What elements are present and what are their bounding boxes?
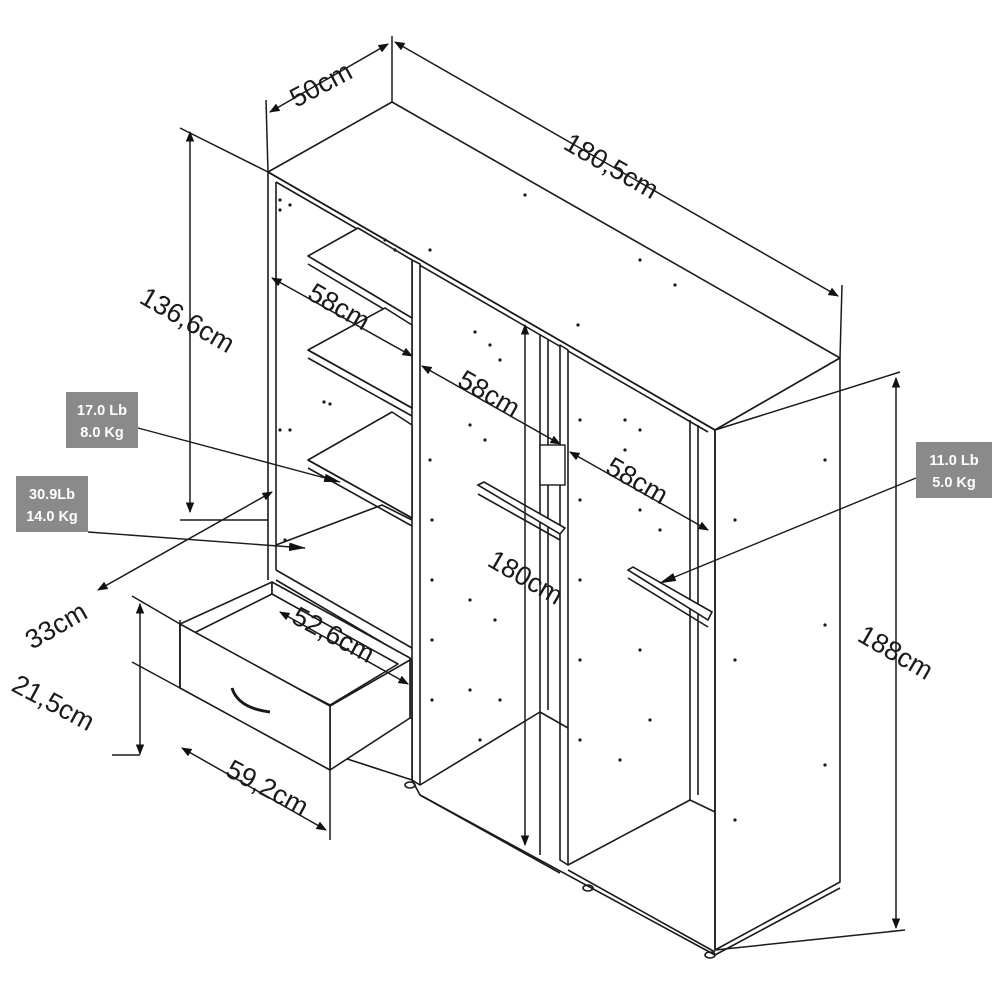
- shelf-load-lb: 17.0 Lb: [77, 403, 127, 419]
- label-depth: 50cm: [285, 56, 357, 113]
- shelf-3: [307, 411, 413, 519]
- drawer-load-kg: 14.0 Kg: [26, 509, 78, 525]
- shelf-load-kg: 8.0 Kg: [80, 425, 124, 441]
- dim-line-drawer-depth: [279, 611, 409, 685]
- dim-line-shelf-width-middle: [421, 365, 561, 445]
- dim-line-shelf-width-right: [569, 451, 709, 531]
- rail-load-pointer: [659, 477, 917, 584]
- divider-panel-1: [411, 259, 421, 786]
- divider-panel-2: [559, 344, 569, 866]
- dim-line-drawer-width: [181, 747, 327, 831]
- shelf-load-tag: 17.0 Lb 8.0 Kg: [66, 392, 138, 448]
- rail-load-kg: 5.0 Kg: [932, 475, 976, 491]
- dim-line-depth: [269, 43, 389, 113]
- label-drawer-width: 59,2cm: [221, 754, 313, 822]
- shelf-load-tag-box: [66, 392, 138, 448]
- drawer-load-pointer: [87, 531, 306, 552]
- rail-load-tag: 11.0 Lb 5.0 Kg: [916, 442, 992, 498]
- dim-line-shelf-width-left: [271, 277, 413, 357]
- drawer-handle: [230, 687, 271, 714]
- shelves: [275, 227, 413, 546]
- drawer-load-lb: 30.9Lb: [29, 487, 75, 503]
- rail-load-tag-box: [916, 442, 992, 498]
- label-shelf-width-middle: 58cm: [453, 364, 525, 423]
- dim-line-width: [394, 41, 839, 297]
- label-shelf-height: 136,6cm: [135, 281, 240, 359]
- label-width: 180,5cm: [559, 127, 664, 205]
- drawer-load-tag-box: [16, 476, 88, 532]
- rail-load-lb: 11.0 Lb: [929, 453, 978, 469]
- label-shelf-width-right: 58cm: [601, 451, 673, 510]
- label-drawer-base: 33cm: [20, 596, 92, 655]
- rail-right: [626, 566, 714, 622]
- rail-middle: [476, 481, 567, 536]
- foot-2: [582, 884, 594, 892]
- wardrobe-right-panel: [714, 357, 841, 951]
- drawer-load-tag: 30.9Lb 14.0 Kg: [16, 476, 88, 532]
- shelf-load-pointer: [137, 427, 341, 483]
- load-pointers: [87, 427, 917, 584]
- foot-3: [704, 951, 716, 959]
- dim-line-drawer-base: [97, 491, 273, 591]
- foot-1: [404, 781, 416, 789]
- dimension-lines: [97, 36, 906, 951]
- label-drawer-height: 21,5cm: [7, 669, 99, 737]
- rail-bracket: [539, 444, 566, 486]
